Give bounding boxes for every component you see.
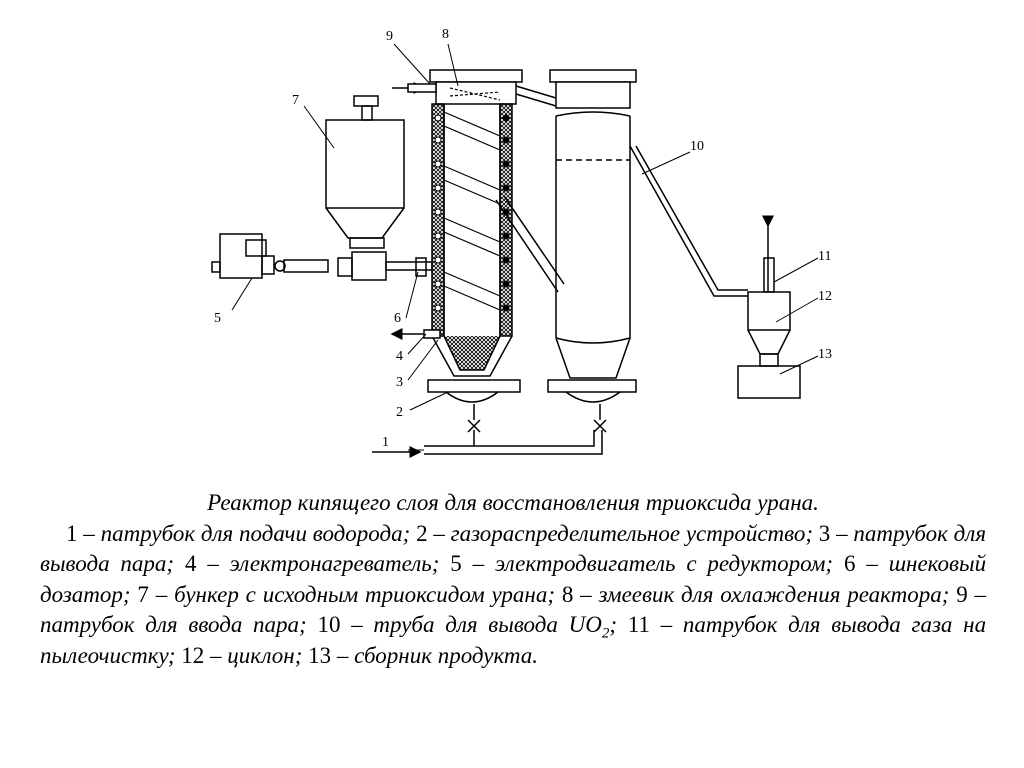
legend-num: 12 [181, 642, 205, 668]
legend-item-13: 13 – сборник продукта. [308, 643, 538, 668]
legend-num: 9 [956, 581, 968, 607]
legend-num: 1 [66, 520, 78, 546]
legend-dash: – [472, 551, 485, 576]
product-collector [737, 365, 801, 399]
legend-item-3: 3 – патрубок для вывода пара; [40, 521, 986, 577]
callout-2: 2 [396, 405, 403, 420]
callout-labels: 1 2 3 4 5 6 7 8 9 10 11 12 13 [214, 27, 832, 450]
legend-num: 3 [818, 520, 831, 546]
callout-9: 9 [386, 29, 393, 44]
connecting-pipe-top [515, 85, 557, 107]
legend-text: сборник продукта. [354, 642, 539, 668]
legend-text: патрубок для вывода газа на пылеочистку; [40, 612, 987, 668]
legend-text: циклон; [227, 642, 303, 668]
legend-item-5: 5 – электродвигатель с редуктором; [450, 551, 833, 576]
legend-item-10: 10 – труба для вывода UO2; [317, 612, 617, 641]
legend-text: труба для вывода UO2; [373, 612, 617, 641]
legend-dash: – [210, 642, 222, 668]
callout-10: 10 [690, 139, 704, 154]
legend-dash: – [660, 612, 673, 637]
legend-text: бункер с исходным триоксидом урана; [174, 581, 555, 607]
legend-num: 10 [317, 612, 341, 637]
legend-item-11: 11 – патрубок для вывода газа на пылеочи… [40, 612, 986, 668]
legend-item-7: 7 – бункер с исходным триоксидом урана; [137, 582, 555, 607]
caption-title: Реактор кипящего слоя для восстановления… [207, 490, 819, 515]
motor-with-gearbox [211, 233, 275, 279]
legend-dash: – [866, 551, 878, 576]
legend-item-1: 1 – патрубок для подачи водорода; [66, 521, 410, 546]
legend-text-after: ; [609, 612, 617, 637]
legend-text: патрубок для ввода пара; [40, 612, 307, 637]
legend-dash: – [83, 520, 95, 546]
legend-num: 7 [137, 581, 149, 607]
legend-dash: – [207, 551, 219, 576]
legend-num: 4 [184, 551, 197, 576]
legend-dash: – [155, 581, 168, 607]
legend-text: электронагреватель; [229, 551, 440, 576]
separator-column [547, 69, 637, 403]
legend-item-12: 12 – циклон; [181, 643, 302, 668]
callout-4: 4 [396, 349, 403, 364]
legend-subscript: 2 [601, 625, 610, 642]
hopper [325, 95, 405, 249]
callout-13: 13 [818, 347, 832, 362]
legend-dash: – [836, 520, 848, 546]
legend-text: шнековый дозатор; [40, 551, 987, 607]
legend-text: патрубок для подачи водорода; [100, 520, 411, 546]
legend-num: 13 [308, 642, 332, 668]
connecting-pipe-diagonal [495, 195, 565, 293]
legend-item-9: 9 – патрубок для ввода пара; [40, 582, 986, 638]
legend-text: патрубок для вывода пара; [40, 520, 987, 577]
legend-num: 5 [450, 551, 462, 576]
caption-legend: 1 – патрубок для подачи водорода; 2 – га… [40, 519, 986, 672]
legend-dash: – [580, 581, 592, 607]
steam-outlet [390, 328, 441, 340]
cooling-coil [443, 87, 501, 311]
legend-num: 8 [561, 581, 574, 607]
legend-item-6: 6 – шнековый дозатор; [40, 551, 986, 607]
legend-num: 6 [843, 551, 856, 576]
callout-11: 11 [818, 249, 831, 264]
screw-feeder [274, 251, 433, 281]
callout-6: 6 [394, 311, 401, 326]
legend-text: газораспределительное устройство; [450, 520, 814, 546]
callout-3: 3 [396, 375, 403, 390]
legend-dash: – [974, 581, 987, 607]
legend-num: 2 [416, 520, 428, 546]
callout-7: 7 [292, 93, 299, 108]
callout-8: 8 [442, 27, 449, 42]
legend-text: электродвигатель с редуктором; [495, 551, 834, 576]
legend-item-2: 2 – газораспределительное устройство; [416, 521, 813, 546]
callout-leaders [231, 43, 819, 451]
legend-dash: – [336, 642, 349, 668]
legend-text: змеевик для охлаждения реактора; [598, 581, 950, 607]
legend-dash: – [351, 612, 363, 637]
steam-inlet [392, 82, 437, 94]
figure-caption: Реактор кипящего слоя для восстановления… [40, 488, 986, 671]
legend-dash: – [433, 520, 445, 546]
callout-5: 5 [214, 311, 221, 326]
callout-1: 1 [382, 435, 389, 450]
callout-12: 12 [818, 289, 832, 304]
uo2-outlet-pipe [629, 145, 748, 297]
hydrogen-inlet [372, 404, 607, 458]
cyclone [747, 215, 791, 367]
legend-num: 11 [627, 612, 650, 637]
legend-item-4: 4 – электронагреватель; [185, 551, 439, 576]
reactor-diagram: 1 2 3 4 5 6 7 8 9 10 11 12 13 [211, 27, 832, 458]
heater-elements [434, 114, 510, 312]
legend-item-8: 8 – змеевик для охлаждения реактора; [562, 582, 950, 607]
legend-text-main: труба для вывода UO [373, 612, 602, 637]
